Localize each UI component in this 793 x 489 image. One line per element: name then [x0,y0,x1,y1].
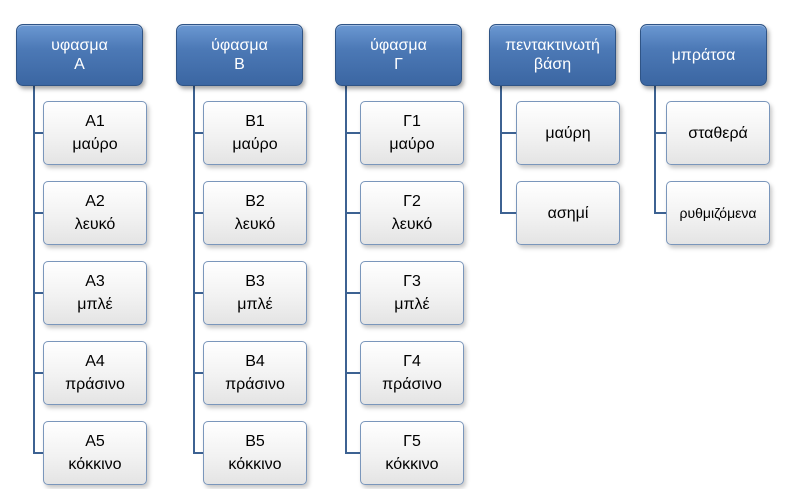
node-code: Γ2 [403,193,421,210]
connector-line [654,212,666,214]
node-label: μπλέ [77,296,113,313]
node-code: Α5 [85,433,105,450]
node-b4: Β4 πράσινο [203,341,307,405]
connector-line [654,86,656,213]
node-label: μαύρο [232,136,278,153]
connector-line [33,452,43,454]
header-line: ύφασμα [211,37,268,54]
connector-line [345,452,360,454]
node-b5: Β5 κόκκινο [203,421,307,485]
node-code: Β4 [245,353,265,370]
node-label: λευκό [234,216,276,233]
node-label: κόκκινο [385,456,439,473]
node-label: ασημί [547,204,589,222]
node-g3: Γ3 μπλέ [360,261,464,325]
node-code: Α3 [85,273,105,290]
node-label: μπλέ [237,296,273,313]
header-line: υφασμα [51,37,108,54]
connector-line [345,292,360,294]
node-label: κόκκινο [68,456,122,473]
node-label: λευκό [74,216,116,233]
connector-line [193,372,203,374]
node-label: μαύρη [545,124,591,142]
node-code: Β3 [245,273,265,290]
connector-line [500,212,516,214]
connector-line [345,132,360,134]
node-label: πράσινο [65,376,125,393]
node-label: μαύρο [389,136,435,153]
connector-line [345,372,360,374]
column-header-star-base: πεντακτινωτή βάση [489,24,616,86]
column-header-armrests: μπράτσα [640,24,767,86]
node-base-black: μαύρη [516,101,620,165]
node-label: ρυθμιζόμενα [679,204,757,221]
node-g1: Γ1 μαύρο [360,101,464,165]
header-line: μπράτσα [671,46,736,64]
node-code: Α4 [85,353,105,370]
connector-line [33,292,43,294]
connector-line [345,212,360,214]
node-label: σταθερά [688,124,748,142]
connector-line [193,212,203,214]
column-header-fabric-b: ύφασμα Β [176,24,303,86]
connector-line [33,212,43,214]
header-line: Γ [394,56,403,73]
connector-line [193,86,195,453]
connector-line [193,292,203,294]
node-code: Γ4 [403,353,421,370]
node-g4: Γ4 πράσινο [360,341,464,405]
connector-line [345,86,347,453]
node-code: Β1 [245,113,265,130]
node-code: Γ1 [403,113,421,130]
node-g2: Γ2 λευκό [360,181,464,245]
node-code: Β2 [245,193,265,210]
node-a5: Α5 κόκκινο [43,421,147,485]
header-line: πεντακτινωτή [505,37,600,54]
connector-line [500,86,502,213]
node-label: μπλέ [394,296,430,313]
column-header-fabric-g: ύφασμα Γ [335,24,462,86]
node-a1: Α1 μαύρο [43,101,147,165]
header-line: Α [74,56,85,73]
node-a2: Α2 λευκό [43,181,147,245]
node-armrests-fixed: σταθερά [666,101,770,165]
node-label: πράσινο [225,376,285,393]
connector-line [654,132,666,134]
node-label: πράσινο [382,376,442,393]
node-code: Α1 [85,113,105,130]
node-a4: Α4 πράσινο [43,341,147,405]
connector-line [500,132,516,134]
node-label: μαύρο [72,136,118,153]
node-armrests-adjustable: ρυθμιζόμενα [666,181,770,245]
node-a3: Α3 μπλέ [43,261,147,325]
node-code: Γ3 [403,273,421,290]
header-line: Β [234,56,245,73]
connector-line [33,86,35,453]
node-code: Β5 [245,433,265,450]
node-label: λευκό [391,216,433,233]
header-line: βάση [533,56,572,73]
column-header-fabric-a: υφασμα Α [16,24,143,86]
connector-line [33,132,43,134]
node-code: Γ5 [403,433,421,450]
node-b2: Β2 λευκό [203,181,307,245]
node-base-silver: ασημί [516,181,620,245]
node-code: Α2 [85,193,105,210]
node-b3: Β3 μπλέ [203,261,307,325]
connector-line [193,452,203,454]
connector-line [193,132,203,134]
header-line: ύφασμα [370,37,427,54]
node-g5: Γ5 κόκκινο [360,421,464,485]
node-b1: Β1 μαύρο [203,101,307,165]
node-label: κόκκινο [228,456,282,473]
connector-line [33,372,43,374]
